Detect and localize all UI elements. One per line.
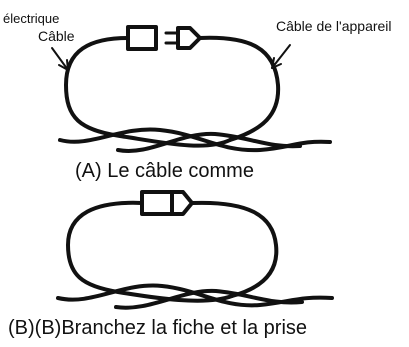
caption-b: (B)(B)Branchez la fiche et la prise	[8, 317, 308, 339]
electric-cable-label-line2: Câble	[38, 28, 75, 44]
cable-twist-b	[116, 131, 302, 153]
appliance-cable-label: Câble de l'appareil	[276, 18, 392, 34]
joined-cable-left	[66, 200, 234, 303]
electric-cable	[64, 36, 232, 148]
joined-cable-right	[190, 200, 279, 298]
caption-a: (A) Le câble comme	[75, 160, 254, 182]
socket-connector-a	[126, 25, 158, 51]
cable-twist-c	[56, 283, 334, 308]
cable-twist-d	[114, 288, 304, 310]
diagram-b	[56, 200, 334, 310]
appliance-cable	[198, 35, 281, 142]
electric-cable-label-line1: électrique	[3, 11, 60, 26]
plug-connector-a	[164, 26, 202, 50]
connected-plug-b	[140, 190, 194, 216]
diagram-a	[58, 35, 332, 153]
label-arrows-a	[51, 44, 291, 71]
